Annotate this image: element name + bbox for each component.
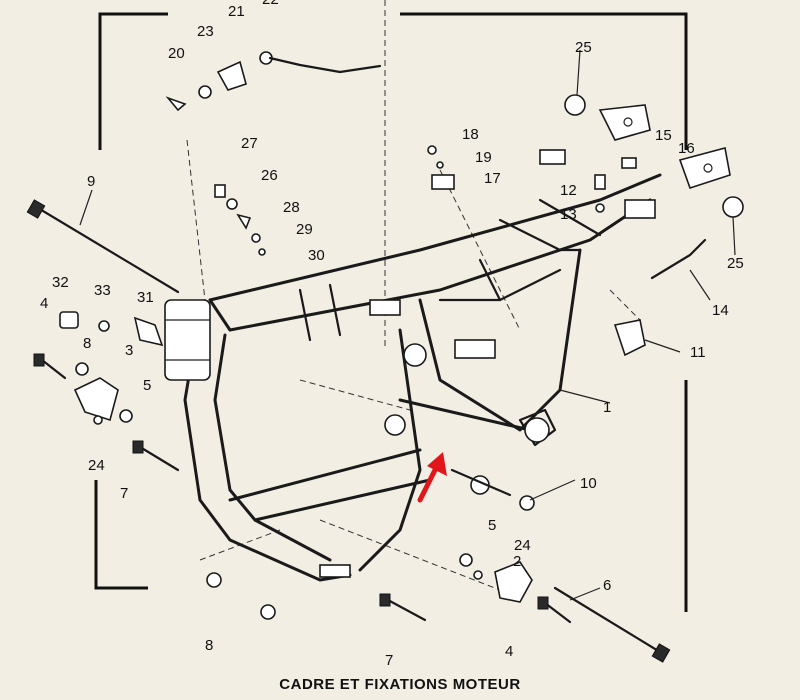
callout-15: 15 <box>655 127 672 144</box>
callout-30: 30 <box>308 247 325 264</box>
callout-29: 29 <box>296 221 313 238</box>
callout-12: 12 <box>560 182 577 199</box>
callout-31: 31 <box>137 289 154 306</box>
callout-leaders <box>79 49 736 601</box>
callout-27: 27 <box>241 135 258 152</box>
callout-11: 11 <box>690 344 706 361</box>
callout-2: 2 <box>513 553 521 570</box>
callout-5-left: 5 <box>143 377 151 394</box>
callout-5-bottom: 5 <box>488 517 496 534</box>
callout-25-right: 25 <box>727 255 744 272</box>
callout-3: 3 <box>125 342 133 359</box>
callout-24-left: 24 <box>88 457 105 474</box>
callout-10: 10 <box>580 475 597 492</box>
red-arrow-icon <box>417 452 447 503</box>
callout-labels: 1 2 3 4 4 5 5 6 7 7 8 8 8 9 10 11 12 13 … <box>40 0 744 669</box>
callout-7-left: 7 <box>120 485 128 502</box>
callout-13: 13 <box>560 206 577 223</box>
callout-32: 32 <box>52 274 69 291</box>
motorcycle-frame <box>164 104 731 582</box>
callout-26: 26 <box>261 167 278 184</box>
callout-24-bottom: 24 <box>514 537 531 554</box>
exploded-parts <box>26 51 744 663</box>
callout-8-bottom: 8 <box>205 637 213 654</box>
callout-18: 18 <box>462 126 479 143</box>
callout-7-bottom: 7 <box>385 652 393 669</box>
callout-8-left: 8 <box>83 335 91 352</box>
callout-21: 21 <box>228 3 245 20</box>
border-brackets <box>94 12 688 612</box>
callout-4-left: 4 <box>40 295 48 312</box>
callout-4-bottom: 4 <box>505 643 513 660</box>
callout-14: 14 <box>712 302 729 319</box>
callout-22: 22 <box>262 0 279 8</box>
callout-19: 19 <box>475 149 492 166</box>
callout-9: 9 <box>87 173 95 190</box>
callout-6: 6 <box>603 577 611 594</box>
callout-23: 23 <box>197 23 214 40</box>
diagram-caption: CADRE ET FIXATIONS MOTEUR <box>279 676 521 693</box>
callout-16: 16 <box>678 140 695 157</box>
callout-25-top: 25 <box>575 39 592 56</box>
callout-20: 20 <box>168 45 185 62</box>
callout-33: 33 <box>94 282 111 299</box>
callout-1: 1 <box>603 399 611 416</box>
callout-28: 28 <box>283 199 300 216</box>
callout-17: 17 <box>484 170 501 187</box>
